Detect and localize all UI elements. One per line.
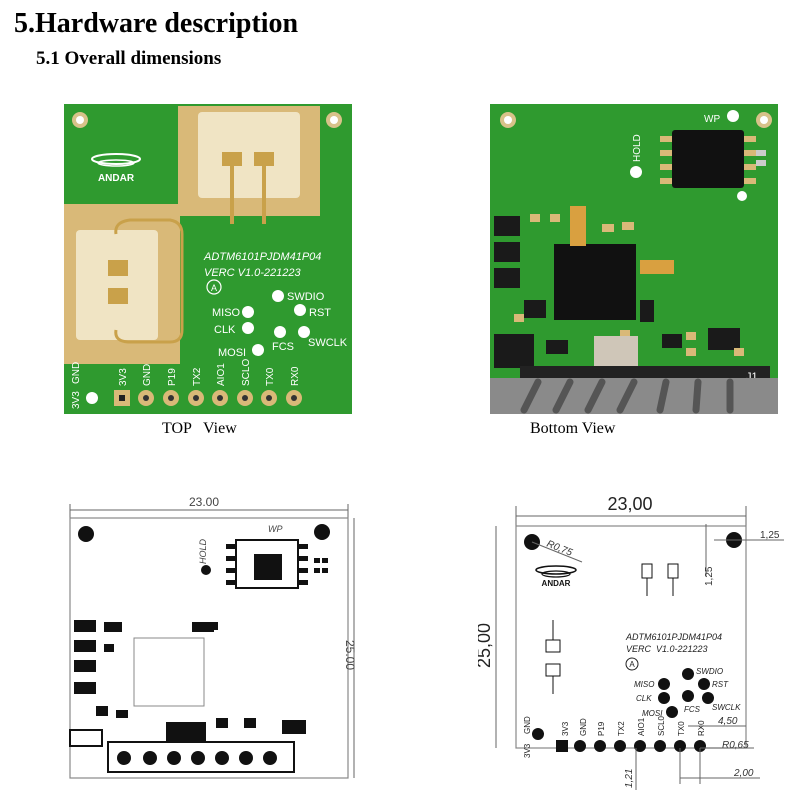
- top-pin-rx0: RX0: [290, 366, 301, 386]
- left-hold-label: HOLD: [198, 538, 208, 564]
- right-version: VERC V1.0-221223: [626, 644, 708, 654]
- top-mark: A: [211, 283, 217, 293]
- right-model: ADTM6101PJDM41P04: [625, 632, 722, 642]
- right-dim-125-top: 1,25: [704, 566, 715, 586]
- top-pin-gnd-a: GND: [71, 362, 82, 384]
- top-pad-fcs: FCS: [272, 341, 294, 353]
- top-pin-tx2: TX2: [192, 367, 203, 386]
- right-pin-scl0: SCL0: [657, 715, 666, 736]
- left-wp-label: WP: [268, 524, 283, 534]
- right-radius-bottom: R0,65: [722, 740, 749, 751]
- top-version: VERC V1.0-221223: [204, 267, 301, 279]
- right-dim-125-right: 1,25: [760, 530, 780, 541]
- right-pin-p19: P19: [597, 721, 606, 736]
- right-height-dim: 25,00: [478, 623, 494, 668]
- right-pin-tx0: TX0: [677, 721, 686, 736]
- section-title: 5.Hardware description: [14, 8, 299, 39]
- top-pad-rst: RST: [309, 307, 331, 319]
- bottom-wp-label: WP: [704, 114, 720, 125]
- right-pad-rst: RST: [712, 680, 729, 689]
- subsection-title: 5.1 Overall dimensions: [36, 48, 222, 69]
- top-pin-3v3: 3V3: [118, 368, 129, 386]
- bottom-view-caption: Bottom View: [530, 420, 616, 437]
- left-width-dim: 23.00: [189, 495, 219, 509]
- bottom-view-board: WP HOLD J1: [490, 104, 778, 414]
- top-pin-sclo: SCLO: [241, 359, 252, 386]
- right-pin-aio1: AIO1: [637, 717, 646, 736]
- top-view-board: ANDAR ADTM6101PJDM41P04 VERC V1.0-221223…: [64, 104, 352, 414]
- top-pad-mosi: MOSI: [218, 347, 246, 359]
- top-pad-swclk: SWCLK: [308, 337, 348, 349]
- top-pad-swdio: SWDIO: [287, 291, 325, 303]
- right-pin-gnd: GND: [579, 718, 588, 736]
- right-pin-gnd-a: GND: [523, 716, 532, 734]
- right-pad-fcs: FCS: [684, 705, 701, 714]
- top-pad-clk: CLK: [214, 324, 236, 336]
- left-dimension-drawing: 23.00 25.00 WP HOLD: [69, 495, 357, 779]
- top-logo: ANDAR: [98, 173, 135, 184]
- top-pin-aio1: AIO1: [216, 363, 227, 386]
- right-pad-mosi: MOSI: [642, 709, 663, 718]
- right-logo: ANDAR: [542, 579, 571, 588]
- right-width-dim: 23,00: [607, 494, 652, 514]
- right-dim-121: 1,21: [624, 769, 635, 788]
- left-height-dim: 25.00: [343, 640, 357, 670]
- top-pin-3v3-a: 3V3: [71, 391, 82, 409]
- right-pin-rx0: RX0: [697, 720, 706, 736]
- right-pad-clk: CLK: [636, 694, 652, 703]
- top-model: ADTM6101PJDM41P04: [203, 251, 321, 263]
- top-pad-miso: MISO: [212, 307, 241, 319]
- right-pad-swclk: SWCLK: [712, 703, 741, 712]
- top-pin-tx0: TX0: [265, 367, 276, 386]
- right-pin-3v3: 3V3: [561, 721, 570, 736]
- right-pin-tx2: TX2: [617, 721, 626, 736]
- right-pin-3v3-a: 3V3: [523, 743, 532, 758]
- bottom-connector-label: J1: [746, 371, 758, 383]
- right-pad-miso: MISO: [634, 680, 654, 689]
- bottom-hold-label: HOLD: [632, 134, 643, 162]
- right-pad-swdio: SWDIO: [696, 667, 723, 676]
- top-pin-gnd: GND: [142, 364, 153, 386]
- top-view-caption: TOP View: [162, 420, 237, 437]
- right-mark: A: [629, 660, 635, 669]
- right-dim-450: 4,50: [718, 716, 738, 727]
- right-dimension-drawing: 23,00 25,00 R0,75 1,25 1,25 ANDAR ADTM61…: [478, 494, 784, 790]
- right-dim-200: 2,00: [733, 768, 754, 779]
- top-pin-p19: P19: [167, 368, 178, 386]
